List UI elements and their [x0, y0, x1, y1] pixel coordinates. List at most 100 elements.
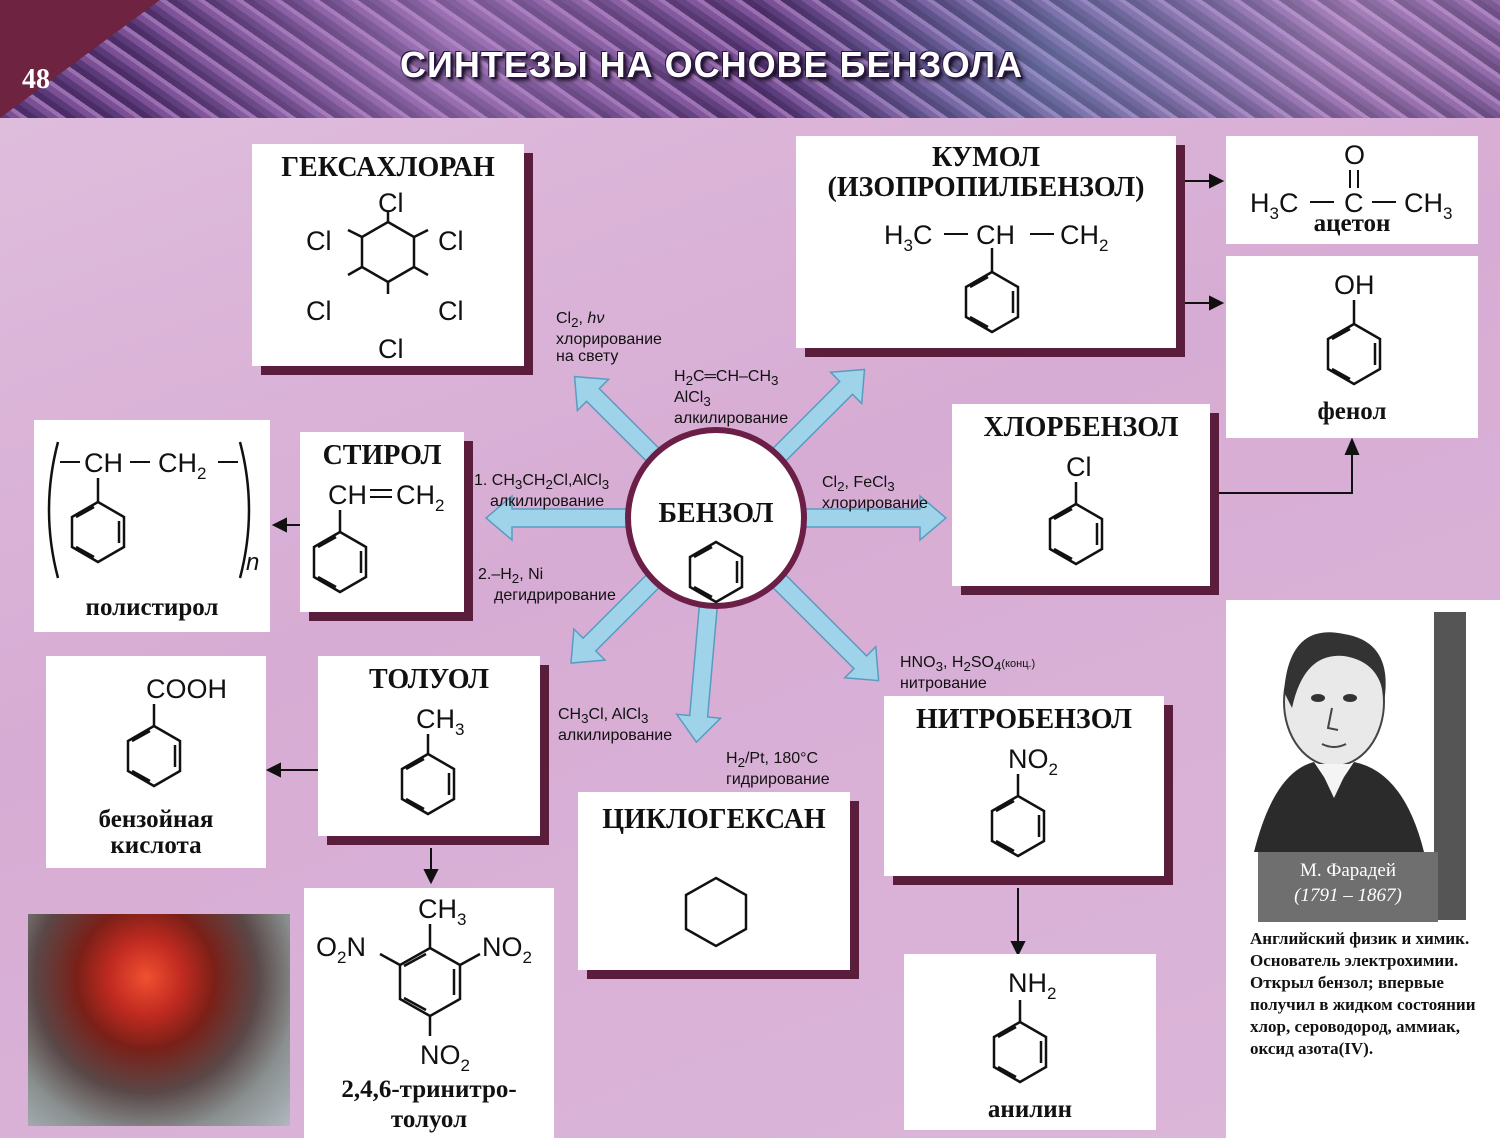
svg-text:Cl: Cl: [1066, 452, 1092, 482]
acetone-structure: O H3C C CH3: [1250, 140, 1452, 223]
hexachlorane-structure: Cl Cl Cl Cl Cl Cl: [306, 188, 464, 364]
condition-nitration: HNO3, H2SO4(конц.) нитрование: [900, 654, 1036, 693]
portrait-caption: М. Фарадей (1791 – 1867): [1258, 852, 1438, 922]
arrow-to-chlorobenzene: [795, 494, 948, 542]
box-benzoic-acid: COOH бензойная кислота: [46, 656, 266, 868]
arrow-to-hexachlorane: [573, 375, 667, 469]
compound-name-line2: толуол: [390, 1106, 468, 1133]
svg-text:COOH: COOH: [146, 674, 227, 704]
svg-text:CH3: CH3: [416, 704, 464, 739]
arrow-chlorobenzene-phenol: [1210, 452, 1353, 494]
phenol-structure: OH: [1326, 270, 1382, 386]
box-hexachlorane: ГЕКСАХЛОРАН Cl Cl Cl Cl Cl Cl: [252, 144, 524, 366]
svg-text:H3C: H3C: [884, 220, 932, 255]
page-title: СИНТЕЗЫ НА ОСНОВЕ БЕНЗОЛА: [400, 44, 1024, 85]
box-title: ЦИКЛОГЕКСАН: [602, 804, 826, 835]
bio-text: Английский физик и химик. Основатель эле…: [1250, 929, 1476, 1058]
cyclohexane-structure: [684, 876, 748, 948]
benzene-ring-icon: [688, 540, 744, 604]
polystyrene-structure: CH CH2 n: [47, 441, 259, 579]
svg-text:CH: CH: [328, 480, 367, 510]
arrow-to-cumene: [765, 368, 866, 469]
styrene-structure: CH CH2: [312, 480, 444, 594]
header-banner: [0, 0, 1500, 118]
svg-text:Cl: Cl: [378, 188, 404, 218]
box-polystyrene: CH CH2 n полистирол: [34, 420, 270, 632]
svg-text:n: n: [246, 549, 259, 576]
compound-name-line2: кислота: [110, 832, 202, 859]
svg-text:NO2: NO2: [1008, 744, 1058, 779]
svg-text:O2N: O2N: [316, 932, 366, 967]
arrow-to-cyclohexane: [675, 596, 723, 744]
box-acetone: O H3C C CH3 ацетон: [1226, 136, 1478, 244]
svg-text:Cl: Cl: [378, 334, 404, 364]
svg-text:O: O: [1344, 140, 1365, 170]
box-styrene: СТИРОЛ CH CH2: [300, 432, 464, 612]
tnt-structure: CH3 O2N NO2 NO2: [316, 894, 532, 1075]
arrow-to-styrene: [484, 494, 637, 542]
svg-text:CH2: CH2: [158, 448, 206, 483]
chlorobenzene-structure: Cl: [1048, 452, 1104, 566]
caption-name: М. Фарадей: [1299, 860, 1397, 881]
box-title: ТОЛУОЛ: [369, 664, 489, 695]
cumene-structure: H3C CH CH2: [884, 220, 1108, 334]
aniline-structure: NH2: [992, 968, 1056, 1084]
svg-text:CH: CH: [84, 448, 123, 478]
box-toluene: ТОЛУОЛ CH3: [318, 656, 540, 836]
compound-name: анилин: [987, 1096, 1073, 1123]
svg-text:Cl: Cl: [438, 296, 464, 326]
condition-styrene-step2: 2.–H2, Ni дегидрирование: [478, 566, 616, 605]
svg-text:OH: OH: [1334, 270, 1375, 300]
box-aniline: NH2 анилин: [904, 954, 1156, 1130]
svg-text:CH: CH: [976, 220, 1015, 250]
box-nitrobenzene: НИТРОБЕНЗОЛ NO2: [884, 696, 1164, 876]
caption-years: (1791 – 1867): [1294, 885, 1402, 906]
condition-alkylation-propene: H2C═CH–CH3 AlCl3 алкилирование: [674, 368, 789, 428]
box-tnt: CH3 O2N NO2 NO2 2,4,6-тринитро- толуол: [304, 888, 554, 1138]
box-title: СТИРОЛ: [322, 440, 442, 471]
condition-chlorination-fecl3: Cl2, FeCl3 хлорирование: [822, 474, 928, 513]
svg-text:C: C: [1344, 188, 1364, 218]
svg-text:Cl: Cl: [438, 226, 464, 256]
svg-text:Cl: Cl: [306, 296, 332, 326]
compound-name-line1: бензойная: [98, 806, 214, 833]
svg-text:Cl: Cl: [306, 226, 332, 256]
condition-hydrogenation: H2/Pt, 180°C гидрирование: [726, 750, 830, 789]
box-title: НИТРОБЕНЗОЛ: [916, 704, 1132, 735]
svg-text:H3C: H3C: [1250, 188, 1298, 223]
box-title-line2: (ИЗОПРОПИЛБЕНЗОЛ): [827, 172, 1145, 203]
condition-methylation: CH3Cl, AlCl3 алкилирование: [558, 706, 673, 745]
svg-text:CH3: CH3: [418, 894, 466, 929]
compound-name: фенол: [1317, 398, 1387, 425]
svg-text:NO2: NO2: [482, 932, 532, 967]
box-cumene: КУМОЛ (ИЗОПРОПИЛБЕНЗОЛ) H3C CH CH2: [796, 136, 1176, 348]
svg-text:CH3: CH3: [1404, 188, 1452, 223]
box-chlorobenzene: ХЛОРБЕНЗОЛ Cl: [952, 404, 1210, 586]
box-phenol: OH фенол: [1226, 256, 1478, 438]
condition-chlorination-light: Cl2, hν хлорирование на свету: [556, 310, 662, 366]
benzene-center-ring: [625, 427, 807, 609]
arrow-to-toluene: [570, 567, 667, 664]
box-title: ХЛОРБЕНЗОЛ: [983, 412, 1179, 443]
box-title-line1: КУМОЛ: [932, 142, 1040, 173]
faraday-portrait: [1254, 612, 1466, 920]
svg-text:NO2: NO2: [420, 1040, 470, 1075]
compound-name-line1: 2,4,6-тринитро-: [341, 1076, 517, 1103]
benzoic-acid-structure: COOH: [126, 674, 227, 788]
explosion-photo: [28, 914, 290, 1126]
box-title: ГЕКСАХЛОРАН: [281, 152, 495, 183]
box-cyclohexane: ЦИКЛОГЕКСАН: [578, 792, 850, 970]
condition-styrene-step1: 1. CH3CH2Cl,AlCl3 алкилирование: [474, 472, 610, 511]
arrow-to-nitrobenzene: [765, 567, 880, 682]
svg-text:NH2: NH2: [1008, 968, 1056, 1003]
page-number: 48: [22, 64, 50, 95]
nitrobenzene-structure: NO2: [990, 744, 1058, 858]
center-label: БЕНЗОЛ: [659, 498, 774, 529]
toluene-structure: CH3: [400, 704, 464, 816]
page-corner: [0, 0, 160, 118]
compound-name: ацетон: [1313, 210, 1391, 237]
svg-text:CH2: CH2: [1060, 220, 1108, 255]
compound-name: полистирол: [85, 594, 219, 621]
